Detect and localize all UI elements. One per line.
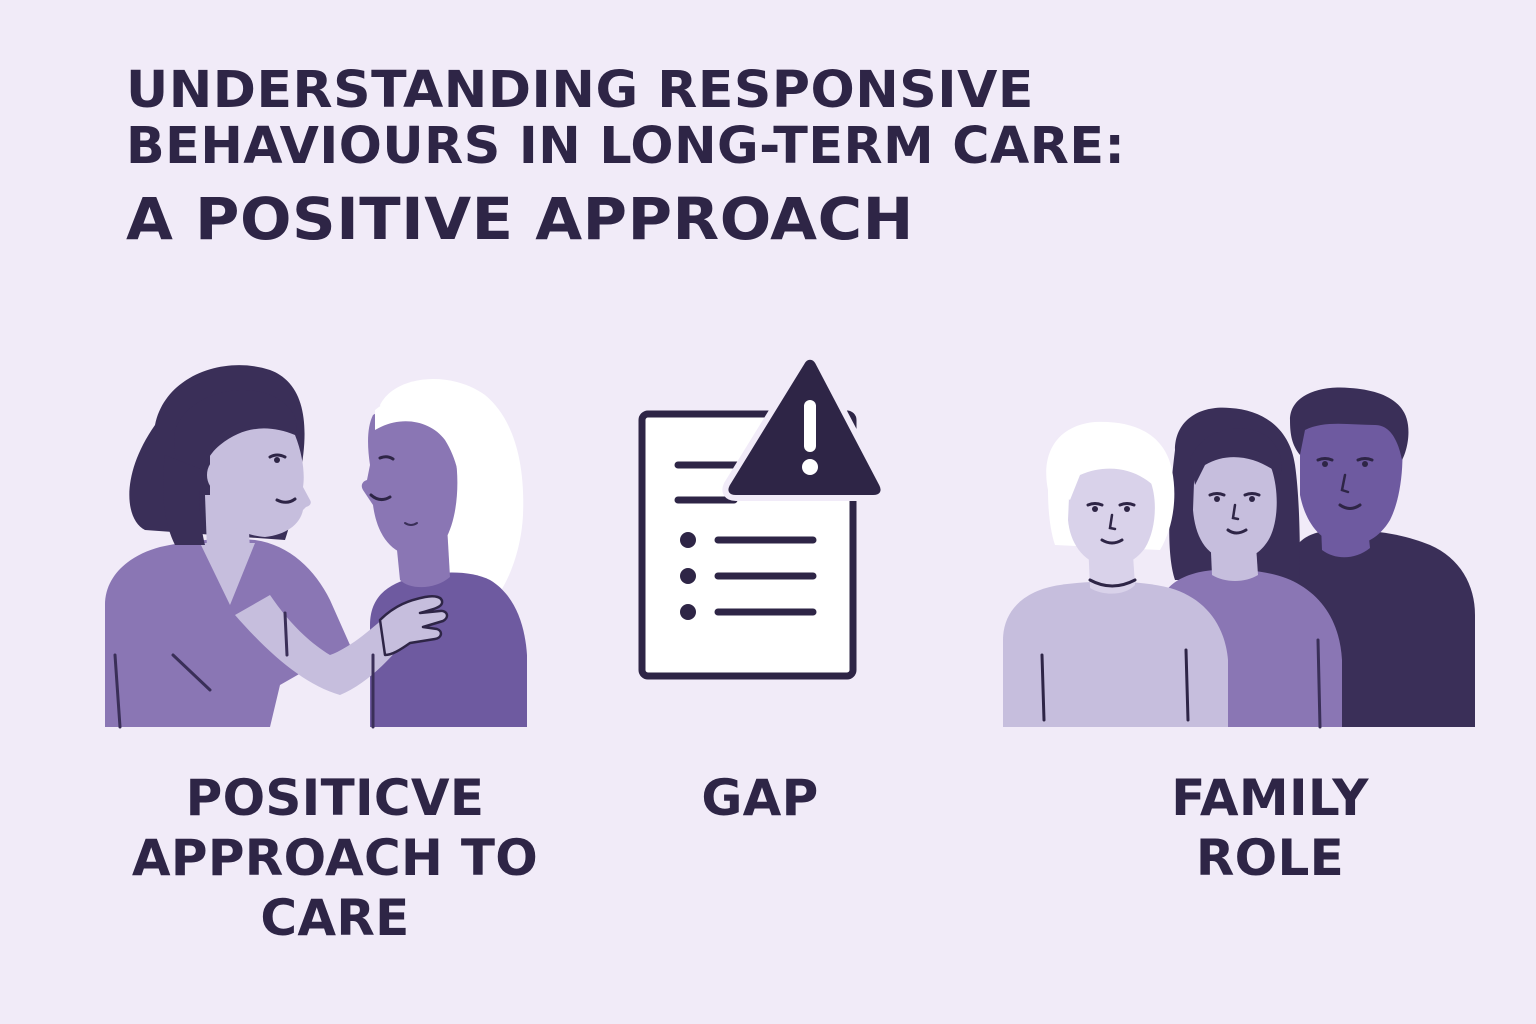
title-line-1: UNDERSTANDING RESPONSIVE: [126, 61, 1034, 120]
page-title: UNDERSTANDING RESPONSIVE BEHAVIOURS IN L…: [126, 62, 1426, 254]
caregiver-comforting-resident-illustration: [105, 355, 535, 730]
title-line-3: A POSITIVE APPROACH: [126, 185, 914, 253]
caption-family-role: FAMILY ROLE: [1171, 769, 1369, 887]
family-group-illustration: [1000, 380, 1480, 730]
caption-gap: GAP: [701, 769, 819, 827]
title-line-2: BEHAVIOURS IN LONG-TERM CARE:: [126, 117, 1126, 176]
caption-positive-approach: POSITICVE APPROACH TO CARE: [131, 769, 539, 947]
document-warning-icon: [638, 352, 888, 682]
